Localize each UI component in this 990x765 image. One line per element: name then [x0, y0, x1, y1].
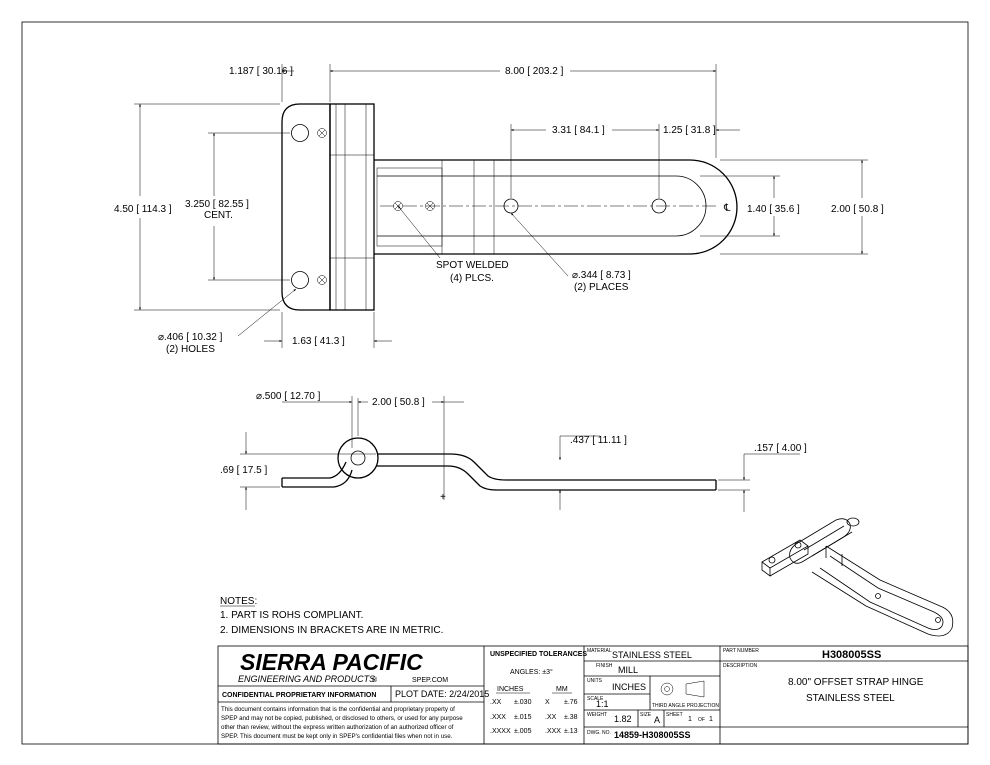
- svg-text:FINISH: FINISH: [596, 663, 613, 669]
- note-flange-hole: ⌀.406 [ 10.32 ]: [158, 332, 223, 343]
- svg-text:OF: OF: [698, 717, 705, 723]
- dim-end-hole: 1.25 [ 31.8 ]: [663, 125, 716, 136]
- note-item: 2. DIMENSIONS IN BRACKETS ARE IN METRIC.: [220, 625, 443, 636]
- confidential-text: SPEP. This document must be kept only in…: [221, 733, 453, 740]
- description-line-1: 8.00" OFFSET STRAP HINGE: [788, 677, 924, 688]
- dim-strap-width: 2.00 [ 50.8 ]: [831, 204, 884, 215]
- material-value: STAINLESS STEEL: [612, 650, 692, 660]
- svg-text:±.38: ±.38: [564, 714, 578, 721]
- flange-leaf: [281, 103, 331, 311]
- registered-mark: ®: [372, 676, 378, 684]
- dim-hole-spacing: 3.31 [ 84.1 ]: [552, 125, 605, 136]
- sheet-value: 1: [688, 716, 692, 723]
- note-strap-hole-count: (2) PLACES: [574, 282, 629, 293]
- dim-pin-diameter: ⌀.500 [ 12.70 ]: [256, 391, 321, 402]
- note-item: 1. PART IS ROHS COMPLIANT.: [220, 610, 363, 621]
- note-spot-welded: SPOT WELDED: [436, 260, 509, 271]
- dim-side-height: .69 [ 17.5 ]: [220, 465, 267, 476]
- tolerance-row: .XXX ±.015 .XX ±.38: [490, 714, 578, 721]
- side-dimensions: ⌀.500 [ 12.70 ] 2.00 [ 50.8 ] + .69 [ 17…: [220, 391, 807, 512]
- top-dimensions: 1.187 [ 30.16 ] 8.00 [ 203.2 ] 3.31 [ 84…: [114, 64, 884, 355]
- description-line-2: STAINLESS STEEL: [806, 693, 895, 704]
- svg-text:X: X: [545, 699, 550, 706]
- flange-hole-top: [291, 124, 309, 142]
- company-name: SIERRA PACIFIC: [240, 649, 423, 675]
- company-subtitle: ENGINEERING AND PRODUCTS: [238, 674, 375, 684]
- svg-text:.XXXX: .XXXX: [490, 728, 511, 735]
- confidential-text: other than review, without the express w…: [221, 724, 454, 731]
- tolerance-row: .XX ±.030 X ±.76: [490, 699, 578, 706]
- tolerance-inches-label: INCHES: [497, 686, 524, 693]
- side-strap-bottom: [376, 465, 716, 491]
- notes-title: NOTES:: [220, 596, 257, 607]
- knuckle: [329, 103, 375, 311]
- side-strap-top: [378, 453, 716, 481]
- part-number: H308005SS: [822, 649, 881, 661]
- dim-offset-height: .437 [ 11.11 ]: [570, 435, 627, 446]
- isometric-view: [761, 517, 954, 637]
- svg-text:±.76: ±.76: [564, 699, 578, 706]
- dim-height: 4.50 [ 114.3 ]: [114, 204, 172, 215]
- third-angle-projection-icon: [660, 680, 705, 698]
- svg-text:±.030: ±.030: [514, 699, 532, 706]
- projection-label: THIRD ANGLE PROJECTION: [652, 703, 719, 709]
- svg-text:DWG. NO.: DWG. NO.: [587, 730, 611, 736]
- note-strap-hole: ⌀.344 [ 8.73 ]: [572, 270, 631, 281]
- svg-text:SCALE: SCALE: [587, 696, 604, 702]
- dim-flange-offset: 1.63 [ 41.3 ]: [292, 336, 345, 347]
- svg-text:DESCRIPTION: DESCRIPTION: [723, 663, 758, 669]
- notes: NOTES: 1. PART IS ROHS COMPLIANT. 2. DIM…: [220, 596, 443, 636]
- size-value: A: [654, 715, 660, 725]
- dim-overall-length: 8.00 [ 203.2 ]: [505, 66, 564, 77]
- dim-thickness: .157 [ 4.00 ]: [754, 443, 807, 454]
- centerline-symbol: ℄: [723, 203, 731, 214]
- title-block: SIERRA PACIFIC ENGINEERING AND PRODUCTS …: [217, 645, 969, 745]
- tolerance-header: UNSPECIFIED TOLERANCES: [490, 651, 587, 658]
- svg-text:.XX: .XX: [545, 714, 557, 721]
- svg-text:+: +: [440, 492, 446, 503]
- tolerance-row: .XXXX ±.005 .XXX ±.13: [490, 728, 578, 735]
- dim-hole-centers-cent: CENT.: [204, 210, 233, 221]
- sheet-total: 1: [709, 716, 713, 723]
- drawing-number: 14859-H308005SS: [614, 730, 691, 740]
- units-value: INCHES: [612, 682, 646, 692]
- company-website: SPEP.COM: [412, 677, 448, 684]
- strap-outline: [374, 159, 738, 255]
- sheet-border: [21, 21, 969, 745]
- svg-text:PART NUMBER: PART NUMBER: [723, 648, 759, 654]
- scale-value: 1:1: [596, 699, 609, 709]
- top-view: ℄: [281, 103, 738, 311]
- side-flange: [282, 461, 353, 488]
- dim-side-offset: 2.00 [ 50.8 ]: [372, 397, 425, 408]
- tolerance-angles: ANGLES: ±3°: [510, 668, 553, 676]
- side-pin-hole: [350, 450, 366, 466]
- confidential-header: CONFIDENTIAL PROPRIETARY INFORMATION: [222, 692, 376, 699]
- svg-text:SIZE: SIZE: [640, 712, 652, 718]
- note-spot-welded-count: (4) PLCS.: [450, 273, 494, 284]
- confidential-text: SPEP and may not be copied, published, o…: [221, 715, 463, 722]
- svg-text:±.13: ±.13: [564, 728, 578, 735]
- dim-hole-centers: 3.250 [ 82.55 ]: [185, 199, 249, 210]
- weight-value: 1.82: [614, 714, 632, 724]
- side-view: [281, 437, 717, 491]
- dim-strap-inner: 1.40 [ 35.6 ]: [747, 204, 800, 215]
- svg-text:.XXX: .XXX: [545, 728, 561, 735]
- dim-flange-width: 1.187 [ 30.16 ]: [229, 66, 293, 77]
- confidential-text: This document contains information that …: [221, 706, 455, 713]
- svg-text:.XX: .XX: [490, 699, 502, 706]
- svg-text:±.015: ±.015: [514, 714, 532, 721]
- finish-value: MILL: [618, 665, 638, 675]
- svg-text:UNITS: UNITS: [587, 678, 603, 684]
- svg-text:MATERIAL: MATERIAL: [587, 648, 612, 654]
- svg-text:SHEET: SHEET: [666, 712, 683, 718]
- svg-text:WEIGHT: WEIGHT: [587, 712, 607, 718]
- flange-hole-bottom: [291, 271, 309, 289]
- plot-date: PLOT DATE: 2/24/2015: [395, 689, 489, 699]
- note-flange-hole-count: (2) HOLES: [166, 344, 215, 355]
- svg-text:±.005: ±.005: [514, 728, 532, 735]
- svg-text:.XXX: .XXX: [490, 714, 506, 721]
- side-knuckle: [337, 437, 379, 479]
- tolerance-mm-label: MM: [556, 686, 568, 693]
